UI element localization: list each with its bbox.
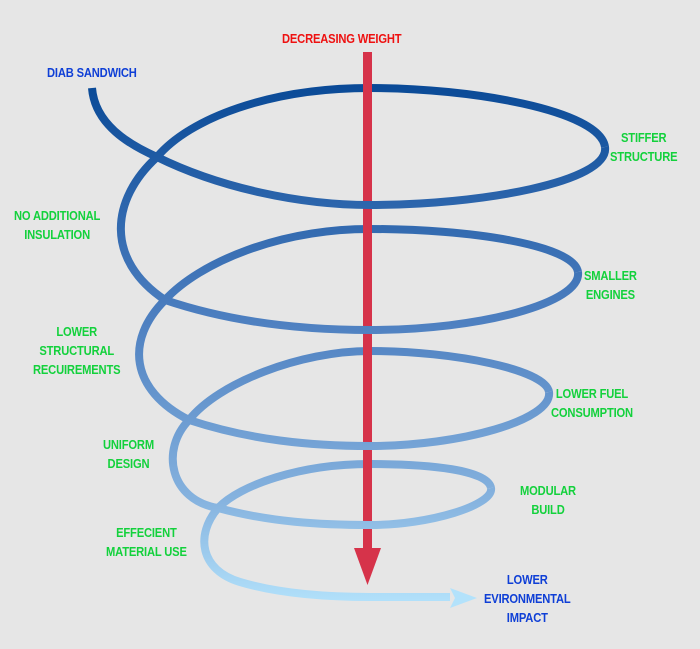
- benefit-line: SMALLER: [584, 268, 637, 283]
- end-label-line: LOWER: [506, 572, 548, 587]
- benefit-lower-structural-requirements: LOWER STRUCTURAL RECUIREMENTS: [33, 322, 121, 379]
- benefit-no-additional-insulation: NO ADDITIONAL INSULATION: [14, 206, 100, 244]
- benefit-line: STIFFER: [621, 130, 667, 145]
- spiral-back-arc-4: [215, 459, 495, 511]
- benefit-line: BUILD: [531, 502, 565, 517]
- benefit-modular-build: MODULAR BUILD: [520, 481, 576, 519]
- end-label-line: IMPACT: [506, 610, 548, 625]
- benefit-line: STRUCTURAL: [39, 343, 115, 358]
- benefit-line: EFFECIENT: [116, 525, 177, 540]
- benefit-effecient-material-use: EFFECIENT MATERIAL USE: [106, 523, 187, 561]
- decreasing-weight-arrow-shaft: [363, 52, 372, 556]
- benefit-line: CONSUMPTION: [551, 405, 633, 420]
- spiral-tail: [200, 505, 450, 601]
- benefit-line: STRUCTURE: [610, 149, 678, 164]
- benefit-uniform-design: UNIFORM DESIGN: [103, 435, 154, 473]
- spiral-start-curve: [88, 87, 610, 210]
- spiral-back-arc-1: [153, 83, 609, 160]
- benefit-line: MODULAR: [520, 483, 576, 498]
- spiral-left-curve-2: [135, 297, 553, 451]
- benefit-line: LOWER: [56, 324, 98, 339]
- benefit-line: ENGINES: [585, 287, 635, 302]
- end-label-line: EVIRONMENTAL: [484, 591, 571, 606]
- benefit-line: MATERIAL USE: [106, 544, 187, 559]
- benefit-stiffer-structure: STIFFER STRUCTURE: [610, 128, 678, 166]
- benefit-line: INSULATION: [24, 227, 90, 242]
- benefit-line: UNIFORM: [103, 437, 154, 452]
- decreasing-weight-label: DECREASING WEIGHT: [282, 29, 402, 48]
- decreasing-weight-text: DECREASING WEIGHT: [282, 31, 402, 46]
- spiral-left-curve-3: [168, 417, 495, 530]
- spiral-left-curve-1: [116, 154, 582, 335]
- benefit-line: LOWER FUEL: [555, 386, 629, 401]
- benefit-smaller-engines: SMALLER ENGINES: [584, 266, 637, 304]
- spiral-end-arrowhead: [450, 588, 477, 608]
- end-label-lower-environmental-impact: LOWER EVIRONMENTAL IMPACT: [484, 570, 571, 627]
- benefit-lower-fuel-consumption: LOWER FUEL CONSUMPTION: [551, 384, 633, 422]
- benefit-line: DESIGN: [107, 456, 150, 471]
- decreasing-weight-arrowhead: [354, 548, 381, 585]
- start-label-line: DIAB SANDWICH: [47, 65, 137, 80]
- start-label-diab-sandwich: DIAB SANDWICH: [47, 63, 137, 82]
- benefit-line: NO ADDITIONAL: [14, 208, 101, 223]
- benefit-line: RECUIREMENTS: [33, 362, 121, 377]
